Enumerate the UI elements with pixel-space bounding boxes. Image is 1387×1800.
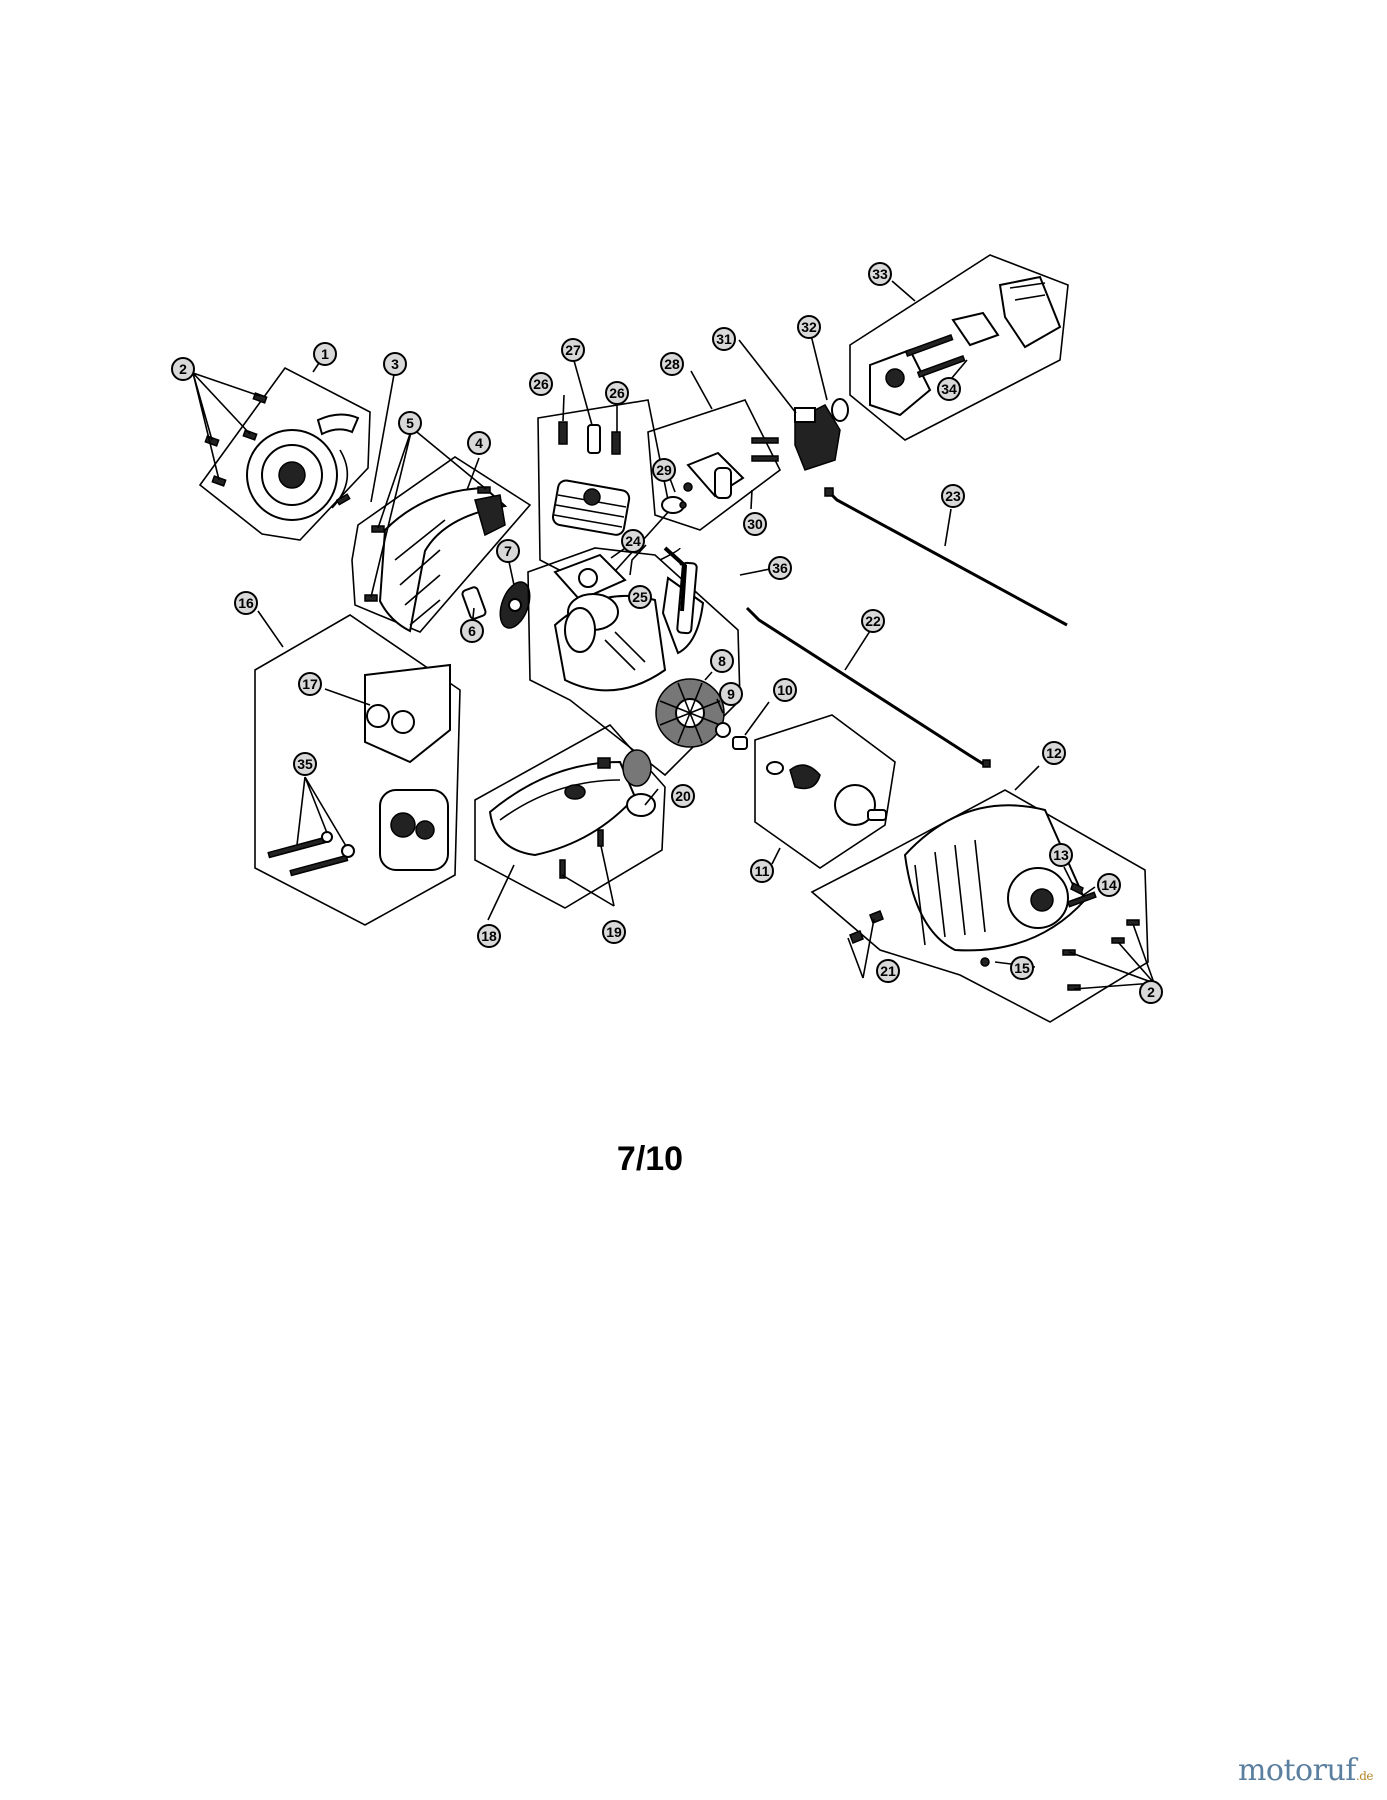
watermark-tld: .de [1355, 1769, 1374, 1783]
carburetor [794, 398, 849, 471]
svg-text:13: 13 [1053, 847, 1069, 863]
callout-24: 24 [621, 529, 645, 553]
svg-text:23: 23 [945, 488, 961, 504]
callout-23: 23 [941, 484, 965, 508]
svg-text:16: 16 [238, 595, 254, 611]
svg-text:3: 3 [391, 356, 399, 372]
callout-31: 31 [712, 327, 736, 351]
svg-text:26: 26 [533, 376, 549, 392]
callout-26a: 26 [529, 372, 553, 396]
starter-assembly [198, 366, 371, 541]
callout-17: 17 [298, 672, 322, 696]
page-number-label: 7/10 [616, 1140, 684, 1178]
svg-text:36: 36 [772, 560, 788, 576]
svg-text:2: 2 [1147, 984, 1155, 1000]
svg-text:19: 19 [606, 924, 622, 940]
throttle-cables [745, 487, 1068, 768]
callout-26b: 26 [605, 381, 629, 405]
callout-20: 20 [671, 784, 695, 808]
callout-29: 29 [652, 458, 676, 482]
svg-text:2: 2 [179, 361, 187, 377]
clutch-assembly [754, 714, 896, 869]
svg-text:33: 33 [872, 266, 888, 282]
engine-cover-assembly [351, 456, 532, 633]
callout-7: 7 [496, 539, 520, 563]
svg-text:9: 9 [727, 686, 735, 702]
svg-text:17: 17 [302, 676, 318, 692]
callout-labels: 1 2 3 4 5 6 7 8 9 10 11 12 13 14 15 16 1… [171, 262, 1163, 1004]
svg-text:5: 5 [406, 415, 414, 431]
callout-12: 12 [1042, 741, 1066, 765]
callout-4: 4 [467, 431, 491, 455]
callout-2: 2 [171, 357, 195, 381]
callout-36: 36 [768, 556, 792, 580]
svg-text:20: 20 [675, 788, 691, 804]
callout-34: 34 [937, 377, 961, 401]
carburetor-adapter-assembly [647, 399, 782, 531]
callout-28: 28 [660, 352, 684, 376]
callout-2b: 2 [1139, 980, 1163, 1004]
svg-text:30: 30 [747, 516, 763, 532]
callout-1: 1 [313, 342, 337, 366]
svg-text:22: 22 [865, 613, 881, 629]
svg-text:27: 27 [565, 342, 581, 358]
callout-3: 3 [383, 352, 407, 376]
leader-lines [192, 280, 1155, 990]
svg-text:34: 34 [941, 381, 957, 397]
callout-8: 8 [710, 649, 734, 673]
callout-14: 14 [1097, 873, 1121, 897]
svg-text:4: 4 [475, 435, 483, 451]
callout-19: 19 [602, 920, 626, 944]
watermark-name: motoruf [1237, 1753, 1356, 1788]
fuel-line [663, 546, 688, 612]
callout-22: 22 [861, 609, 885, 633]
callout-13: 13 [1049, 843, 1073, 867]
svg-text:29: 29 [656, 462, 672, 478]
callout-15: 15 [1010, 956, 1034, 980]
svg-text:31: 31 [716, 331, 732, 347]
pulley-parts [461, 581, 531, 629]
svg-text:21: 21 [880, 963, 896, 979]
callout-32: 32 [797, 315, 821, 339]
gasket [553, 553, 627, 602]
svg-text:32: 32 [801, 319, 817, 335]
crankcase-assembly [527, 547, 748, 777]
callout-16: 16 [234, 591, 258, 615]
svg-text:25: 25 [632, 589, 648, 605]
svg-text:35: 35 [297, 756, 313, 772]
callout-33: 33 [868, 262, 892, 286]
callout-6: 6 [460, 619, 484, 643]
callout-5: 5 [398, 411, 422, 435]
callout-35: 35 [293, 752, 317, 776]
fuel-tank-assembly [474, 723, 666, 909]
callout-11: 11 [750, 859, 774, 883]
svg-text:15: 15 [1014, 960, 1030, 976]
svg-text:8: 8 [718, 653, 726, 669]
cylinder-assembly [537, 399, 671, 591]
brand-watermark: motoruf.de [1237, 1753, 1374, 1788]
svg-text:18: 18 [481, 928, 497, 944]
svg-text:14: 14 [1101, 877, 1117, 893]
callout-10: 10 [773, 678, 797, 702]
svg-text:12: 12 [1046, 745, 1062, 761]
svg-text:11: 11 [755, 863, 770, 879]
svg-text:6: 6 [468, 623, 476, 639]
svg-text:10: 10 [777, 682, 793, 698]
callout-21: 21 [876, 959, 900, 983]
clutch-housing-assembly [810, 789, 1149, 1023]
svg-text:24: 24 [625, 533, 641, 549]
muffler-assembly [254, 614, 461, 926]
callout-25: 25 [628, 585, 652, 609]
svg-text:1: 1 [321, 346, 329, 362]
svg-text:28: 28 [664, 356, 680, 372]
fuel-cap [622, 749, 656, 817]
callout-18: 18 [477, 924, 501, 948]
callout-30: 30 [743, 512, 767, 536]
callout-9: 9 [719, 682, 743, 706]
svg-text:7: 7 [504, 543, 512, 559]
air-filter-assembly [849, 254, 1069, 441]
svg-text:26: 26 [609, 385, 625, 401]
callout-27: 27 [561, 338, 585, 362]
